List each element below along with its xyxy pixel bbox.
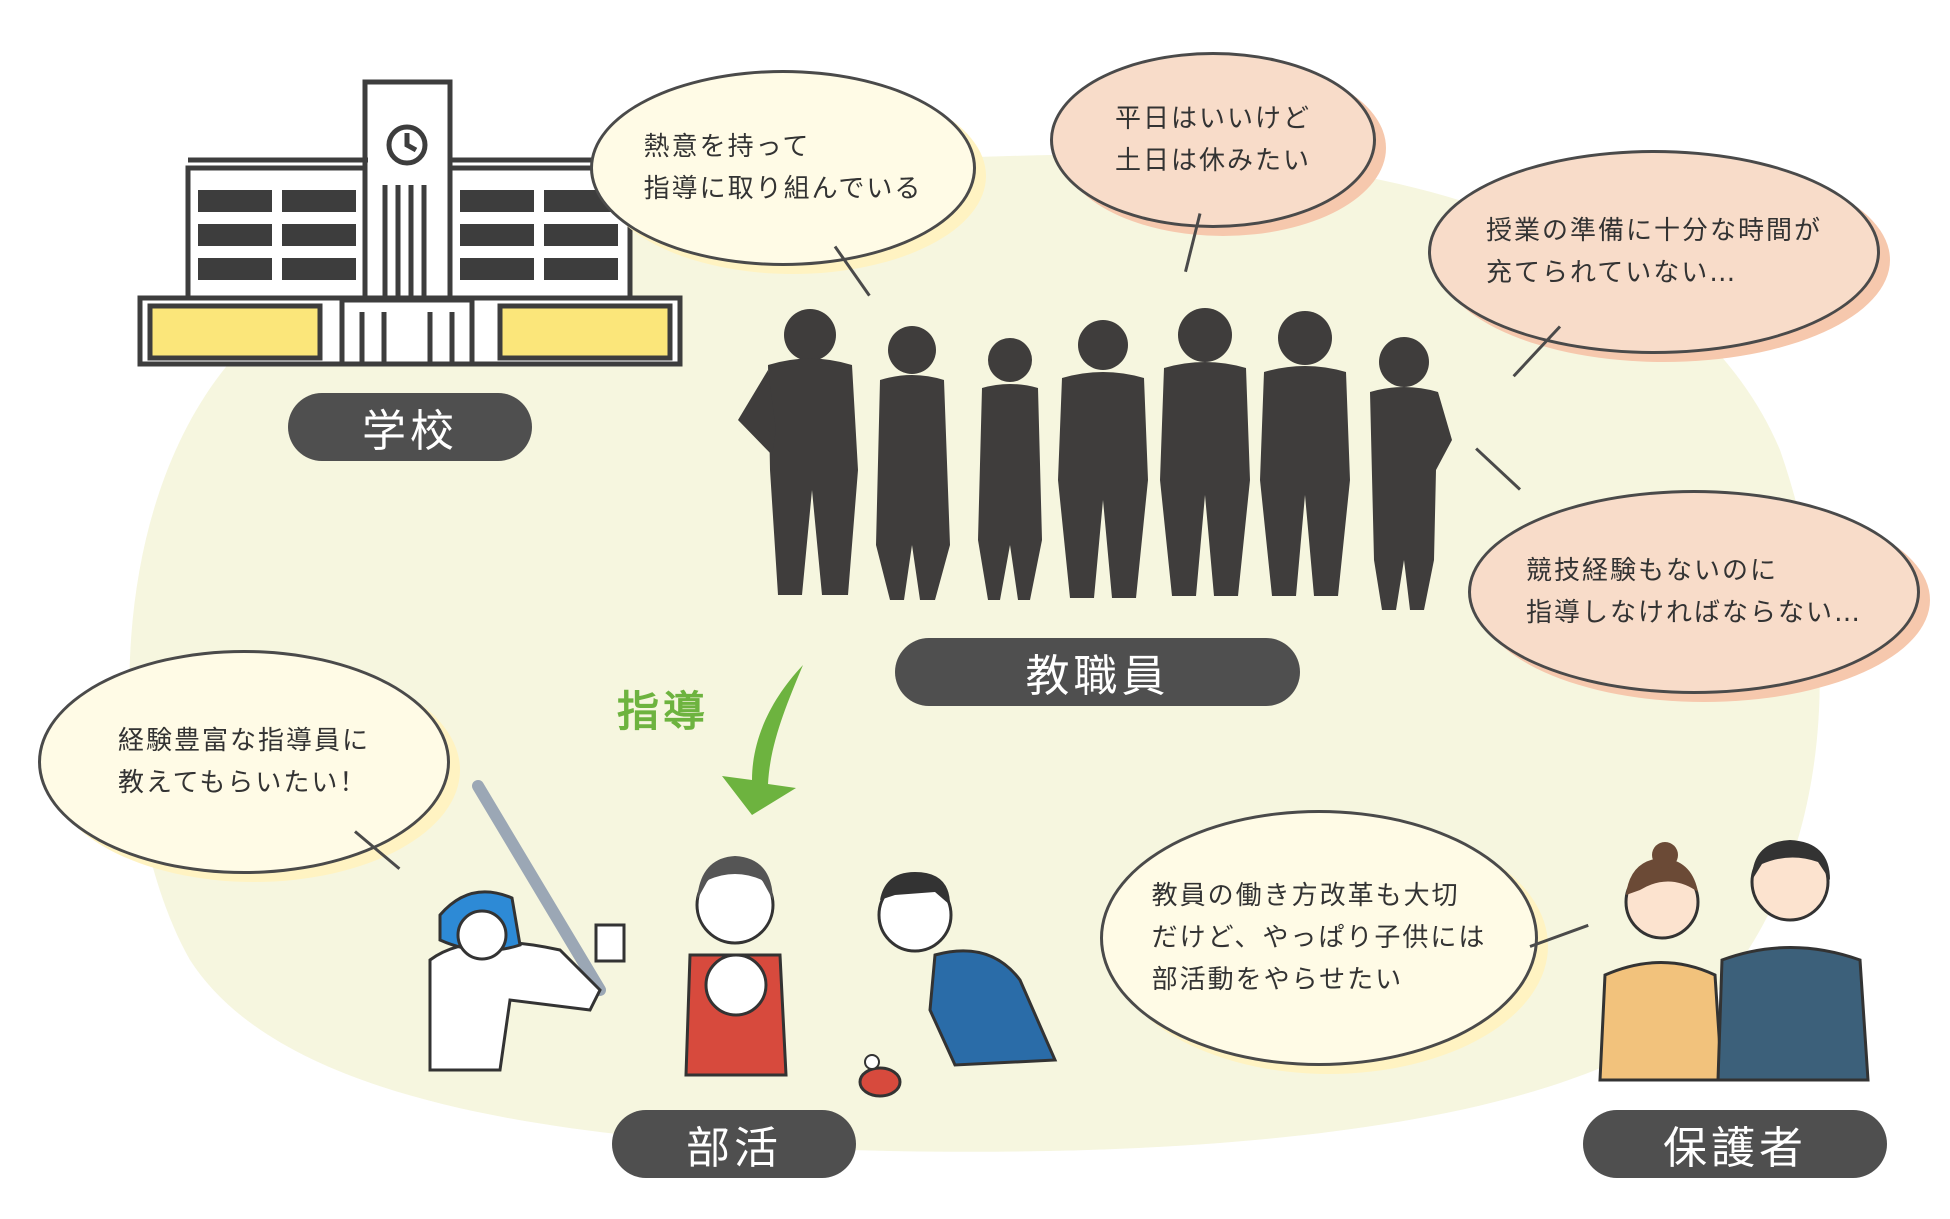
bubble-line: 競技経験もないのに [1526, 550, 1862, 592]
bubble-line: 指導に取り組んでいる [644, 168, 923, 210]
bubble-line: 教員の働き方改革も大切 [1152, 875, 1487, 917]
label-school: 学校 [288, 393, 532, 461]
bubble-weekends: 平日はいいけど土日は休みたい [1050, 52, 1376, 228]
school-building-icon [140, 82, 680, 364]
label-staff: 教職員 [895, 638, 1300, 706]
bubble-experienced-coach: 経験豊富な指導員に教えてもらいたい！ [38, 650, 450, 874]
guidance-label: 指導 [617, 678, 709, 739]
bubble-reform: 教員の働き方改革も大切だけど、やっぱり子供には部活動をやらせたい [1100, 810, 1538, 1066]
bubble-line: だけど、やっぱり子供には [1152, 917, 1487, 959]
bubble-enthusiastic: 熱意を持って指導に取り組んでいる [590, 70, 976, 266]
bubble-line: 土日は休みたい [1115, 140, 1311, 182]
bubble-line: 平日はいいけど [1115, 98, 1311, 140]
label-parents: 保護者 [1583, 1110, 1887, 1178]
volleyball-player-icon [686, 856, 786, 1075]
bubble-line: 授業の準備に十分な時間が [1486, 210, 1822, 252]
bubble-line: 経験豊富な指導員に [118, 720, 370, 762]
label-club: 部活 [612, 1110, 856, 1178]
bubble-prep-time: 授業の準備に十分な時間が充てられていない… [1428, 150, 1880, 354]
bubble-no-experience: 競技経験もないのに指導しなければならない… [1468, 490, 1920, 694]
bubble-line: 充てられていない… [1486, 252, 1822, 294]
bubble-line: 熱意を持って [644, 126, 923, 168]
bubble-line: 部活動をやらせたい [1152, 959, 1487, 1001]
bubble-line: 教えてもらいたい！ [118, 762, 370, 804]
bubble-line: 指導しなければならない… [1526, 592, 1862, 634]
